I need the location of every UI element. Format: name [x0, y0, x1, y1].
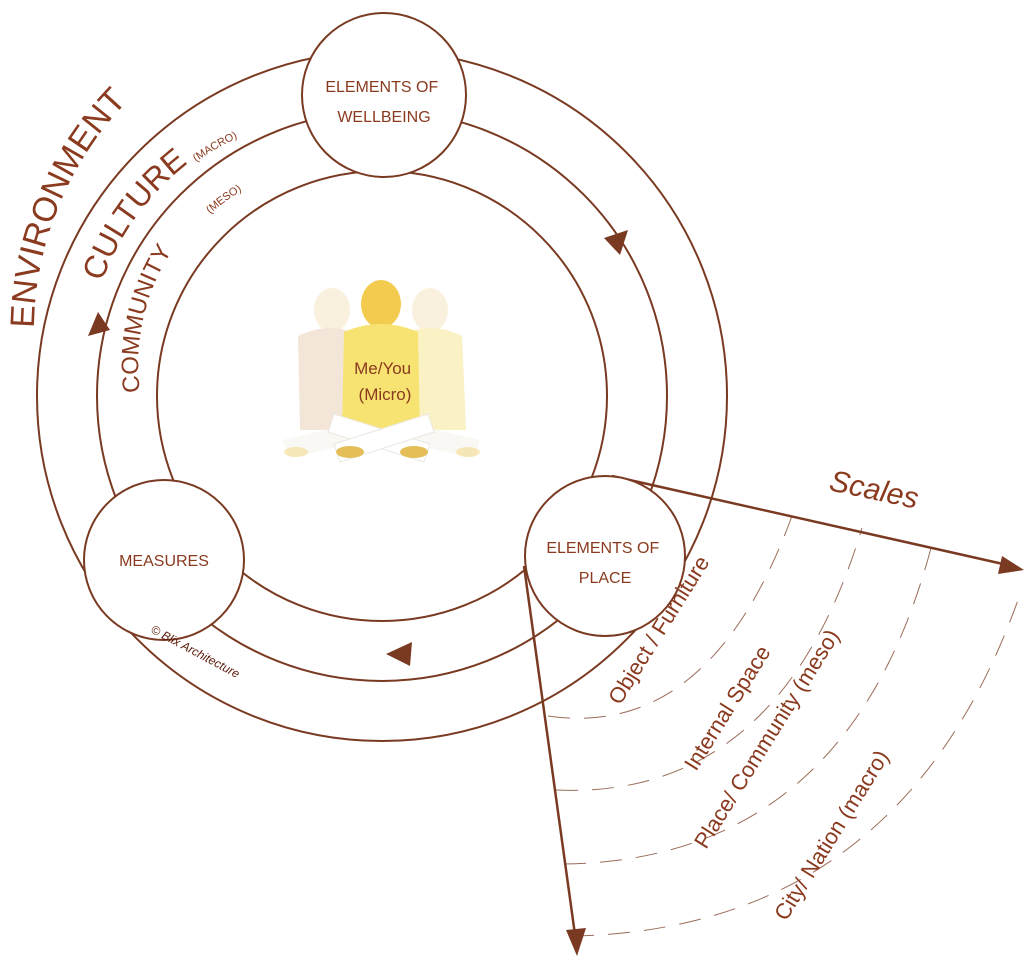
svg-text:MEASURES: MEASURES	[119, 553, 209, 570]
node-wellbeing: ELEMENTS OF WELLBEING	[301, 12, 467, 178]
scales-title: Scales	[827, 465, 922, 516]
community-note: (MESO)	[204, 183, 244, 216]
flow-arrow-right	[604, 230, 628, 255]
scales-arrowhead	[998, 556, 1024, 574]
scale-arc-2	[555, 527, 863, 791]
scales-arrow-line	[611, 474, 1013, 568]
community-label: COMMUNITY	[117, 240, 177, 394]
svg-text:ELEMENTS OF WELLBEING: ELEMENTS OF WELLBEING	[325, 79, 442, 126]
scale-arc-3	[563, 543, 933, 865]
culture-note: (MACRO)	[191, 130, 239, 165]
node-measures: MEASURES	[83, 479, 245, 641]
people-figures	[282, 280, 480, 463]
scale-arc-1	[547, 515, 793, 719]
scales-down-line	[522, 565, 578, 943]
center-label: Me/You (Micro)	[354, 359, 416, 404]
flow-arrow-left	[88, 312, 110, 336]
culture-label: CULTURE	[75, 141, 193, 285]
svg-text:ELEMENTS OF PLACE: ELEMENTS OF PLACE	[546, 540, 663, 587]
node-place: ELEMENTS OF PLACE	[524, 475, 686, 637]
flow-arrow-bottom	[386, 642, 412, 666]
scales-down-arrowhead	[566, 928, 586, 956]
scale-item-city: City/ Nation (macro)	[769, 746, 894, 925]
scale-arc-4	[571, 599, 1019, 937]
